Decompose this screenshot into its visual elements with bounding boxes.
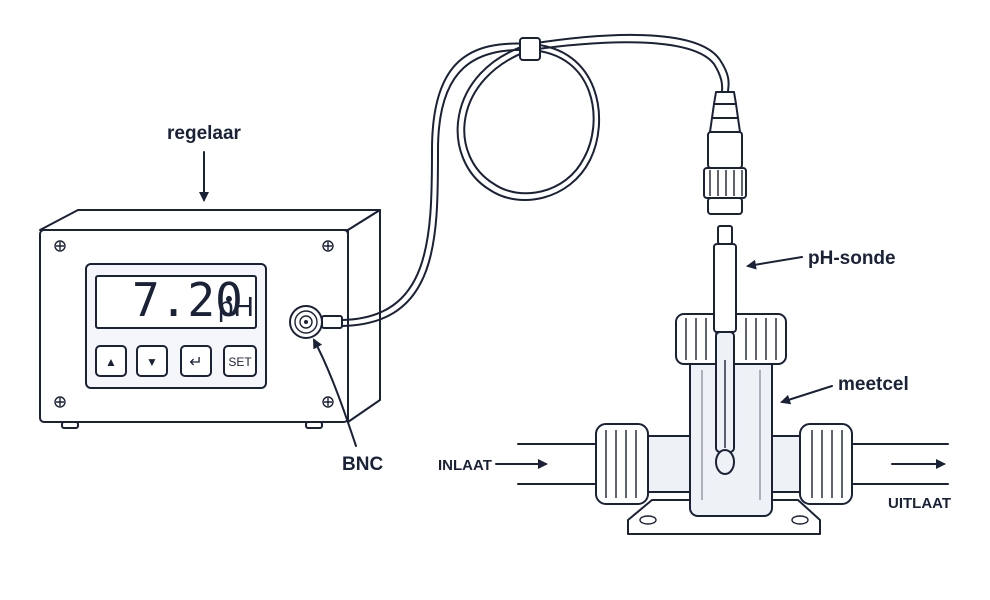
display-value: 7.20 [132,273,243,327]
label-probe: pH-sonde [746,248,896,270]
enter-icon: ↵ [189,354,202,371]
pipeline [517,443,949,485]
inlet-label: INLAAT [438,457,492,474]
enter-button[interactable]: ↵ [180,345,212,377]
set-button[interactable]: SET [223,345,257,377]
set-button-label: SET [228,355,252,369]
label-controller: regelaar [167,123,242,202]
up-icon: ▲ [105,355,117,369]
label-cell: meetcel [780,374,909,405]
bnc-connector [703,91,747,245]
label-inlet: INLAAT [438,457,548,474]
controller-unit: 7.20 pH ▲ ▼ ↵ SET [39,209,381,429]
down-icon: ▼ [146,355,158,369]
probe-label: pH-sonde [808,248,896,269]
probe-cable [341,33,730,327]
outlet-label: UITLAAT [888,495,951,512]
screw-icon [54,240,334,408]
label-bnc: BNC [313,338,383,475]
label-outlet: UITLAAT [888,459,951,512]
down-button[interactable]: ▼ [136,345,168,377]
ph-probe [713,243,737,475]
controller-label: regelaar [167,123,242,144]
bnc-label: BNC [342,454,383,475]
bnc-socket [289,305,343,339]
cell-label: meetcel [838,374,909,395]
lcd-screen [95,275,257,329]
up-button[interactable]: ▲ [95,345,127,377]
display-unit: pH [218,291,254,322]
